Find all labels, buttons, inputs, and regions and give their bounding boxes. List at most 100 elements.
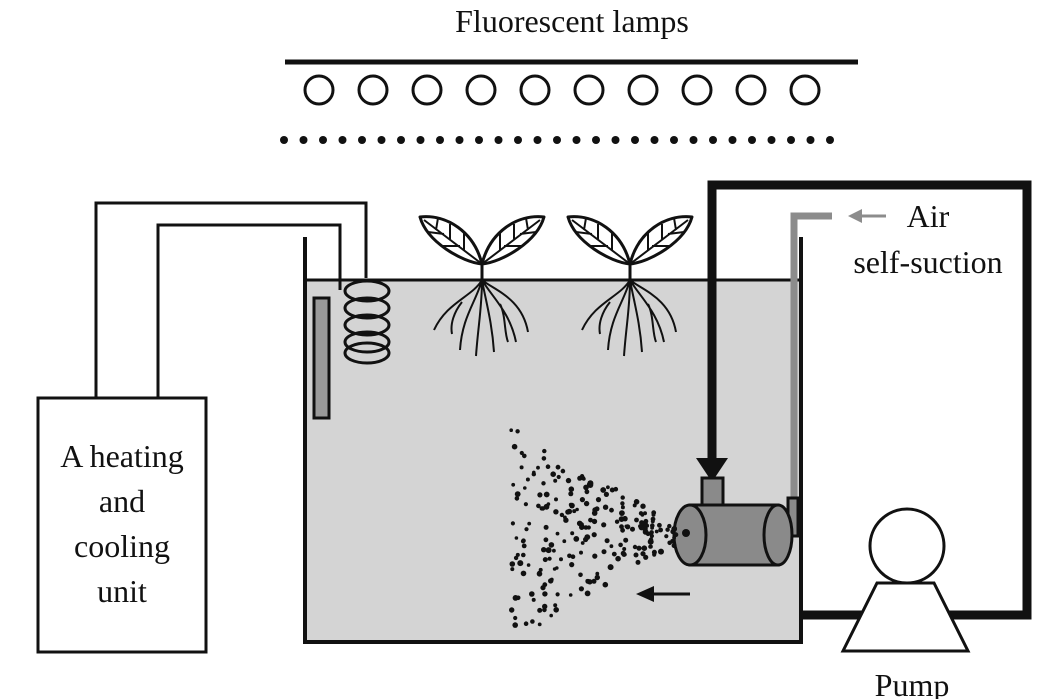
air-bubble xyxy=(530,619,535,624)
air-bubble xyxy=(602,581,609,588)
air-bubble xyxy=(578,586,585,592)
air-bubble xyxy=(536,465,540,470)
air-bubble xyxy=(633,499,640,505)
light-dot xyxy=(767,136,776,144)
air-bubble xyxy=(511,482,516,487)
light-dot xyxy=(358,136,366,144)
venturi-injector-icon xyxy=(672,476,800,567)
air-bubble xyxy=(581,477,586,481)
unit-label-line2: and xyxy=(99,483,145,519)
air-bubble xyxy=(542,557,548,563)
air-bubble xyxy=(570,554,576,559)
air-bubble xyxy=(619,510,625,516)
air-bubble xyxy=(573,536,580,542)
air-bubble xyxy=(591,532,597,538)
air-bubble xyxy=(568,593,573,597)
air-bubble xyxy=(671,543,677,549)
light-dot xyxy=(611,136,620,144)
air-bubble xyxy=(630,526,635,532)
air-bubble xyxy=(648,544,653,549)
light-dot xyxy=(709,136,717,144)
air-bubble xyxy=(620,527,625,533)
air-bubble xyxy=(665,527,670,532)
heat-exchange-coil-icon xyxy=(343,279,391,365)
light-dot xyxy=(416,136,425,144)
air-bubble xyxy=(560,468,566,474)
air-bubble xyxy=(591,518,598,525)
air-bubble xyxy=(555,566,559,570)
light-dot xyxy=(397,136,405,144)
air-bubble xyxy=(540,585,546,591)
light-dot xyxy=(280,136,288,144)
air-bubble xyxy=(583,525,589,530)
air-bubble xyxy=(652,552,657,557)
air-bubble xyxy=(578,572,583,578)
air-bubble xyxy=(555,531,560,536)
air-bubble xyxy=(542,448,547,454)
air-bubble xyxy=(657,522,662,528)
air-bubble xyxy=(567,553,572,559)
lamp-tube-icon xyxy=(735,74,767,106)
light-dot xyxy=(728,136,737,144)
air-bubble xyxy=(541,547,547,553)
air-bubble xyxy=(667,523,672,529)
air-bubble xyxy=(537,607,543,613)
air-bubble xyxy=(509,428,513,433)
air-bubble xyxy=(640,551,646,557)
light-dot xyxy=(514,136,522,144)
air-bubble xyxy=(548,542,555,548)
air-bubble xyxy=(552,548,556,553)
air-bubble xyxy=(643,554,649,560)
air-bubble xyxy=(569,562,575,568)
air-bubble xyxy=(641,545,648,551)
air-bubble xyxy=(543,537,549,543)
air-bubble xyxy=(584,590,591,597)
lamp-assembly: Fluorescent lamps xyxy=(280,3,858,144)
air-bubble xyxy=(579,525,585,530)
air-bubble xyxy=(650,519,655,524)
air-bubble xyxy=(542,591,548,597)
air-bubble xyxy=(620,550,626,557)
tank-walls xyxy=(303,237,803,644)
air-bubble xyxy=(549,613,553,618)
air-bubble xyxy=(555,464,561,470)
air-bubble xyxy=(620,495,625,500)
air-bubble xyxy=(615,555,621,562)
light-dot xyxy=(533,136,542,144)
air-bubble xyxy=(636,545,642,551)
air-bubble xyxy=(538,567,543,572)
light-dot xyxy=(299,136,308,144)
air-bubble xyxy=(595,497,602,503)
light-dot xyxy=(494,136,503,144)
air-bubble xyxy=(618,516,625,522)
air-bubble xyxy=(566,508,573,515)
unit-label-line4: unit xyxy=(97,573,147,609)
air-bubble-spray xyxy=(509,428,679,628)
air-bubble xyxy=(521,543,527,549)
air-bubble xyxy=(671,526,678,532)
air-bubble xyxy=(512,622,518,628)
air-bubble xyxy=(651,512,656,517)
air-bubble xyxy=(640,503,646,509)
air-bubble xyxy=(511,443,518,450)
air-bubble xyxy=(577,475,583,481)
air-bubble xyxy=(618,542,623,548)
air-bubble xyxy=(509,607,515,613)
air-bubble xyxy=(622,547,627,551)
air-bubble xyxy=(649,532,654,537)
air-bubble xyxy=(647,538,654,545)
lamp-tube-icon xyxy=(357,74,389,106)
air-bubble xyxy=(583,536,589,543)
light-dot xyxy=(631,136,639,144)
air-bubble xyxy=(634,517,639,523)
air-bubble xyxy=(591,578,597,584)
light-dot xyxy=(748,136,756,144)
air-bubble xyxy=(620,501,625,506)
light-dot xyxy=(572,136,581,144)
air-bubble xyxy=(550,471,556,478)
air-bubble xyxy=(513,615,518,621)
air-bubble xyxy=(602,504,609,510)
air-bubble xyxy=(664,534,669,539)
air-bubble xyxy=(517,560,524,567)
